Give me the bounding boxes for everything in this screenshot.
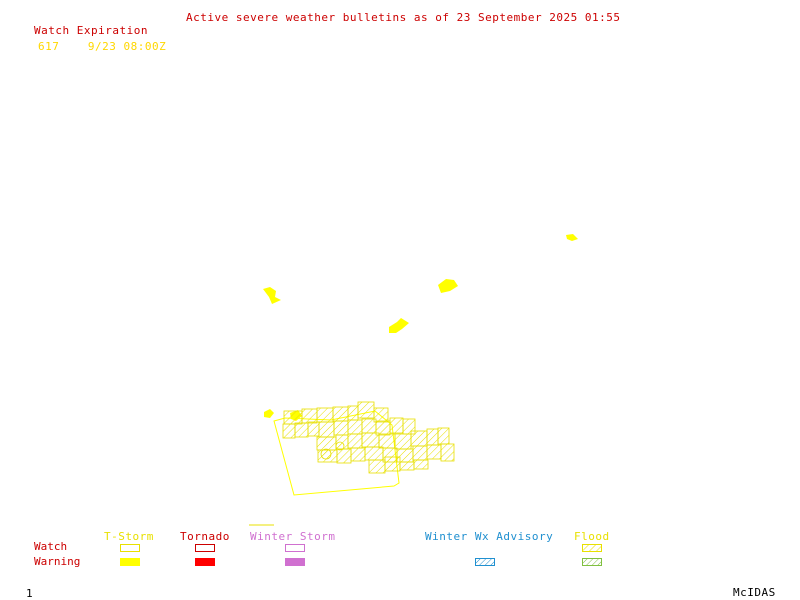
flood-watch-swatch	[582, 544, 602, 552]
legend-flood-label: Flood	[574, 530, 610, 543]
bulletin-title: Active severe weather bulletins as of 23…	[186, 11, 621, 24]
tornado-warning-swatch	[195, 558, 215, 566]
winter-wx-advisory-swatch	[475, 558, 495, 566]
winter-storm-warning-swatch	[285, 558, 305, 566]
tstorm-watch-swatch	[120, 544, 140, 552]
watch-expiration-time: 9/23 08:00Z	[87, 40, 167, 53]
legend-warning-row-label: Warning	[34, 555, 81, 568]
tornado-watch-swatch	[195, 544, 215, 552]
legend-winter-storm-label: Winter Storm	[250, 530, 336, 543]
legend-tornado-label: Tornado	[180, 530, 230, 543]
winter-storm-watch-swatch	[285, 544, 305, 552]
tstorm-warning-area	[263, 287, 281, 304]
legend-tstorm-label: T-Storm	[104, 530, 154, 543]
mcidas-brand: McIDAS	[733, 586, 776, 599]
watch-number: 617	[38, 40, 60, 53]
frame-number: 1	[26, 587, 34, 600]
flood-warning-swatch	[582, 558, 602, 566]
flood-watch-counties	[282, 401, 455, 474]
tstorm-warning-area	[389, 318, 409, 333]
tstorm-warning-area	[264, 409, 274, 418]
legend-winter-wx-advisory-label: Winter Wx Advisory	[425, 530, 554, 543]
watch-list-item: 617 9/23 08:00Z	[38, 41, 166, 53]
tstorm-warning-area	[566, 234, 578, 241]
tstorm-warning-swatch	[120, 558, 140, 566]
tstorm-warning-area	[438, 279, 458, 293]
legend-watch-row-label: Watch	[34, 540, 68, 553]
watch-expiration-label: Watch Expiration	[34, 24, 148, 37]
